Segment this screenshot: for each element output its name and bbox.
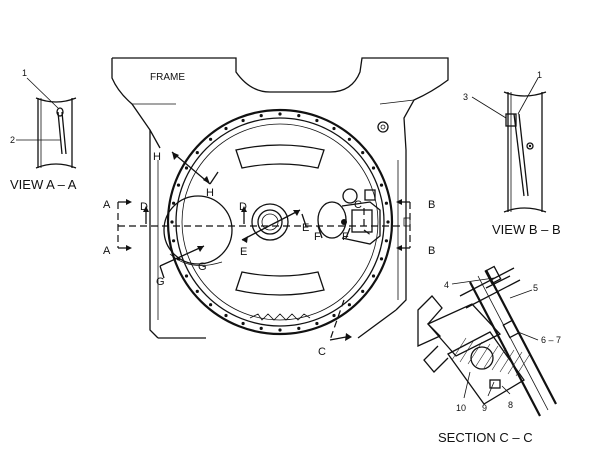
section-letters: A A B B D D E E F F G G H H C C (103, 151, 435, 358)
bolt-hole (347, 303, 351, 307)
hatch-line (515, 353, 531, 377)
label-g-left: G (156, 276, 165, 288)
label-e-left: E (240, 246, 247, 258)
hatch-line (507, 351, 523, 375)
bolt-hole (384, 201, 388, 205)
bolt-hole (278, 328, 282, 332)
section-line-h (171, 151, 219, 185)
bolt-hole (172, 201, 176, 205)
section-line-c (329, 208, 373, 341)
section-line-e (241, 209, 307, 243)
frame-housing (111, 57, 449, 339)
bolt-hole (332, 313, 336, 318)
callout-9: 9 (482, 403, 487, 413)
label-d-right: D (239, 201, 247, 213)
bolt-hole (195, 151, 199, 155)
section-c-c-title: SECTION C – C (438, 430, 533, 445)
callout-10: 10 (456, 403, 466, 413)
label-h-top: H (153, 151, 161, 163)
bolt-hole (184, 166, 189, 170)
label-c-top: C (354, 199, 362, 211)
callout-5: 5 (533, 283, 538, 293)
label-b-top: B (428, 199, 435, 211)
bolt-hole (379, 257, 384, 261)
hatch-line (483, 345, 499, 369)
bolt-hole (361, 151, 365, 155)
label-f-right: F (342, 231, 349, 243)
label-f-left: F (314, 231, 321, 243)
hatch-line (467, 341, 483, 365)
callout-1-view-a: 1 (22, 68, 27, 78)
hatch-line (451, 337, 467, 361)
view-b-b-title: VIEW B – B (492, 222, 561, 237)
callout-1-view-b: 1 (537, 70, 542, 80)
flywheel-housing (163, 108, 394, 336)
bolt-hole (315, 321, 319, 326)
callout-3-view-b: 3 (463, 92, 468, 102)
hatch-line (475, 343, 491, 367)
bolt-hole (259, 114, 263, 118)
section-line-f (317, 225, 351, 239)
label-b-bottom: B (428, 245, 435, 257)
section-c-c: 4 5 6 – 7 10 9 8 SECTION C – C (417, 265, 561, 445)
callout-2-view-a: 2 (10, 135, 15, 145)
bolt-hole (195, 289, 199, 293)
bolt-hole (315, 118, 319, 123)
hatch-line (459, 339, 475, 363)
label-a-bottom: A (103, 245, 111, 257)
section-line-d (143, 206, 247, 224)
hatch-line (491, 347, 507, 371)
bolt-hole (371, 274, 376, 278)
bolt-hole (384, 239, 388, 243)
callout-4: 4 (444, 280, 449, 290)
bolt-hole (386, 220, 390, 224)
bolt-hole (241, 321, 245, 326)
bolt-hole (297, 114, 301, 118)
bolt-hole (224, 313, 228, 318)
label-c-bottom: C (318, 346, 326, 358)
bolt-hole (241, 118, 245, 123)
bolt-hole (347, 137, 351, 141)
hatch-pattern (451, 337, 531, 377)
bolt-hole (297, 326, 301, 330)
bolt-hole (209, 137, 213, 141)
bolt-hole (176, 183, 181, 187)
label-g-right: G (198, 261, 207, 273)
bolt-hole (259, 326, 263, 330)
bolt-hole (184, 274, 189, 278)
label-e-right: E (302, 222, 309, 234)
view-a-a: 1 2 VIEW A – A (10, 68, 77, 192)
bolt-hole (361, 289, 365, 293)
bolt-hole (332, 126, 336, 131)
bolt-hole (379, 183, 384, 187)
bolt-hole (172, 239, 176, 243)
section-line-ab (117, 199, 411, 251)
section-line-g (159, 245, 205, 279)
callout-8: 8 (508, 400, 513, 410)
frame-text: FRAME (150, 72, 185, 83)
view-a-a-title: VIEW A – A (10, 177, 77, 192)
view-b-b: 3 1 VIEW B – B (463, 70, 561, 237)
bolt-hole (209, 303, 213, 307)
label-d-left: D (140, 201, 148, 213)
bolt-hole (371, 166, 376, 170)
label-h-bottom: H (206, 187, 214, 199)
bolt-ring (170, 112, 390, 332)
bolt-hole (224, 126, 228, 131)
hatch-line (499, 349, 515, 373)
bolt-hole (278, 112, 282, 116)
callout-6-7: 6 – 7 (541, 335, 561, 345)
frame-label: FRAME (150, 72, 185, 83)
label-a-top: A (103, 199, 111, 211)
bolt-hole (170, 220, 174, 224)
